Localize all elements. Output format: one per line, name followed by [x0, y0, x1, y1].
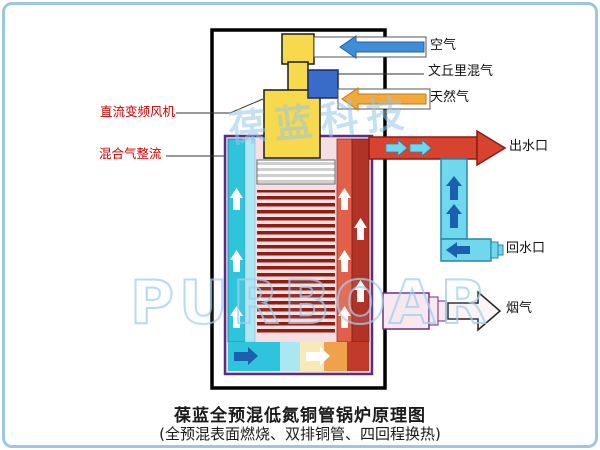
hot-rise-arrow — [354, 280, 367, 302]
band-flow-arrow — [234, 347, 258, 365]
gas-inlet — [337, 87, 431, 111]
hot-rise-arrow — [354, 218, 367, 240]
band-seg-hottest — [347, 342, 369, 371]
flue-gas-label: 烟气 — [506, 301, 533, 316]
fan-leader-line — [176, 98, 264, 114]
right-hot-column-outer — [351, 138, 370, 343]
air-intake-duct — [281, 33, 315, 65]
return-pipe-step — [497, 244, 504, 256]
water-rise-arrow — [230, 188, 243, 210]
left-water-channel — [227, 138, 256, 343]
return-inflow-arrow — [446, 242, 470, 258]
water-return-pipe — [440, 158, 504, 262]
fan-neck — [287, 61, 309, 93]
venturi-mixer — [307, 69, 339, 99]
caption-title: 葆蓝全预混低氮铜管锅炉原理图 — [174, 406, 426, 426]
flue-duct-step — [428, 296, 439, 326]
right-flue-channel — [336, 138, 370, 343]
return-flow-arrow — [446, 176, 462, 200]
flue-flow-arrow — [447, 290, 502, 332]
flue-duct-step — [437, 300, 447, 322]
rectifier-label: 混合气整流 — [99, 146, 162, 161]
gas-flow-arrow — [341, 87, 427, 111]
air-inlet — [313, 35, 427, 59]
outlet-inner-arrow — [409, 139, 432, 157]
mixture-rectifier-screen — [256, 159, 336, 185]
band-seg-hot — [324, 342, 347, 371]
venturi-label: 文丘里混气 — [428, 64, 494, 79]
return-pipe-step — [490, 241, 499, 259]
air-label: 空气 — [430, 38, 457, 53]
air-flow-arrow — [339, 35, 425, 59]
water-return-label: 回水口 — [506, 241, 546, 256]
water-rise-arrow — [230, 250, 243, 272]
flue-duct — [382, 292, 430, 330]
copper-tube-coil — [257, 190, 335, 336]
hot-rise-arrow — [338, 188, 351, 210]
hot-rise-arrow — [338, 306, 351, 328]
band-flow-arrow — [306, 347, 330, 365]
variable-frequency-fan — [263, 89, 321, 159]
left-water-column-light — [244, 138, 256, 343]
water-outlet-pipe — [368, 129, 507, 167]
return-flow-arrow — [446, 204, 462, 228]
hot-rise-arrow — [338, 250, 351, 272]
bottom-water-channel — [228, 342, 369, 371]
gas-label: 天然气 — [430, 90, 470, 105]
outlet-flow-arrow — [476, 129, 507, 167]
band-seg-cool — [280, 342, 300, 371]
caption-subtitle: (全预混表面燃烧、双排铜管、四回程换热) — [159, 425, 441, 443]
fan-label: 直流变频风机 — [100, 104, 176, 119]
outlet-inner-arrow — [385, 139, 408, 157]
flue-gas-outlet — [382, 290, 502, 332]
fan-assembly — [263, 33, 339, 159]
water-rise-arrow — [230, 306, 243, 328]
water-outlet-label: 出水口 — [509, 139, 549, 154]
